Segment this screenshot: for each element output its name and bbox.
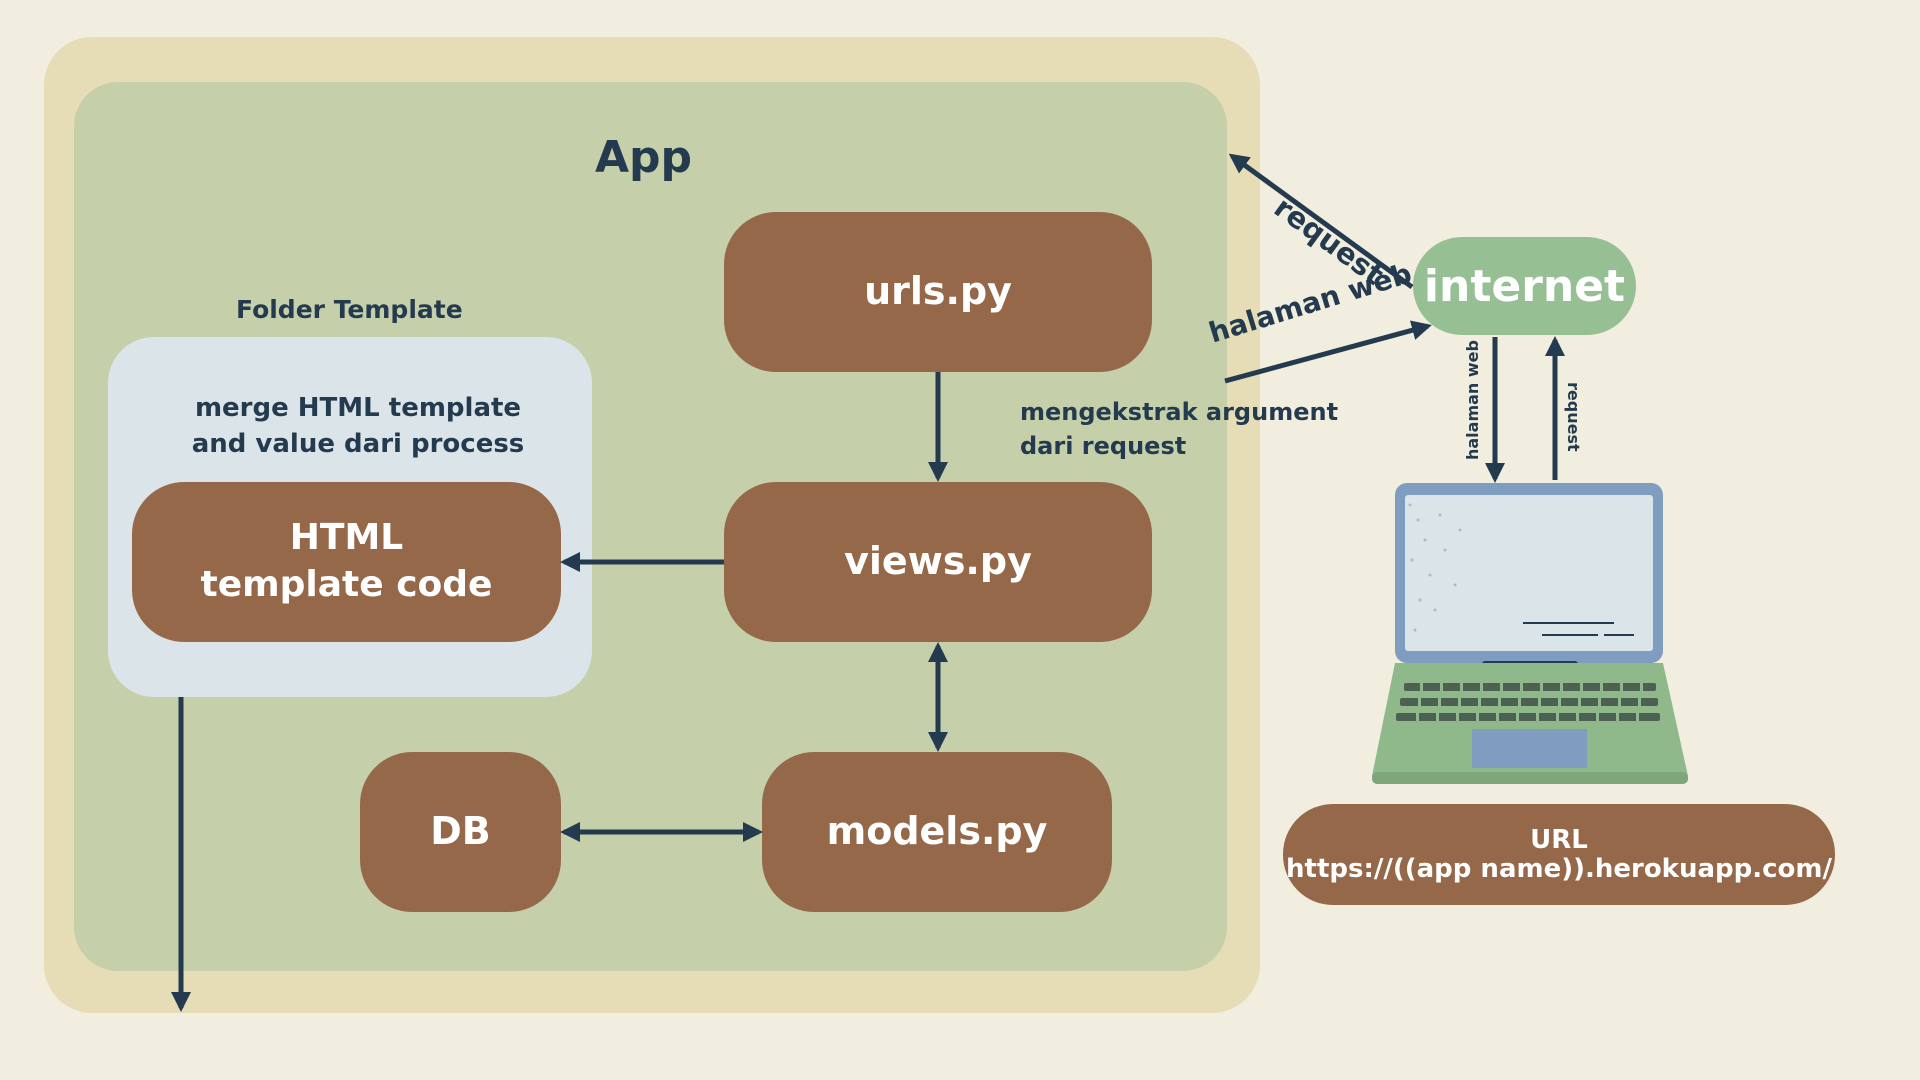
urls-node: urls.py (724, 212, 1152, 372)
arrow-internet-request-to-app (1228, 153, 1414, 290)
laptop-icon (1372, 483, 1688, 784)
views-node: views.py (724, 482, 1152, 642)
url-value: https://((app name)).herokuapp.com/ (1286, 853, 1832, 884)
models-node: models.py (762, 752, 1112, 912)
internet-node: internet (1413, 237, 1636, 335)
app-title: App (595, 132, 693, 183)
url-box: URL https://((app name)).herokuapp.com/ (1283, 804, 1835, 905)
html-template-node: HTML template code (132, 482, 561, 642)
merge-description: merge HTML template and value dari proce… (191, 393, 525, 460)
arrow-app-page-to-internet (1224, 320, 1432, 384)
url-label: URL (1530, 824, 1588, 855)
extract-argument-label: mengekstrak argument dari request (1020, 398, 1339, 460)
folder-template-title: Folder Template (236, 295, 463, 324)
db-node: DB (360, 752, 561, 912)
